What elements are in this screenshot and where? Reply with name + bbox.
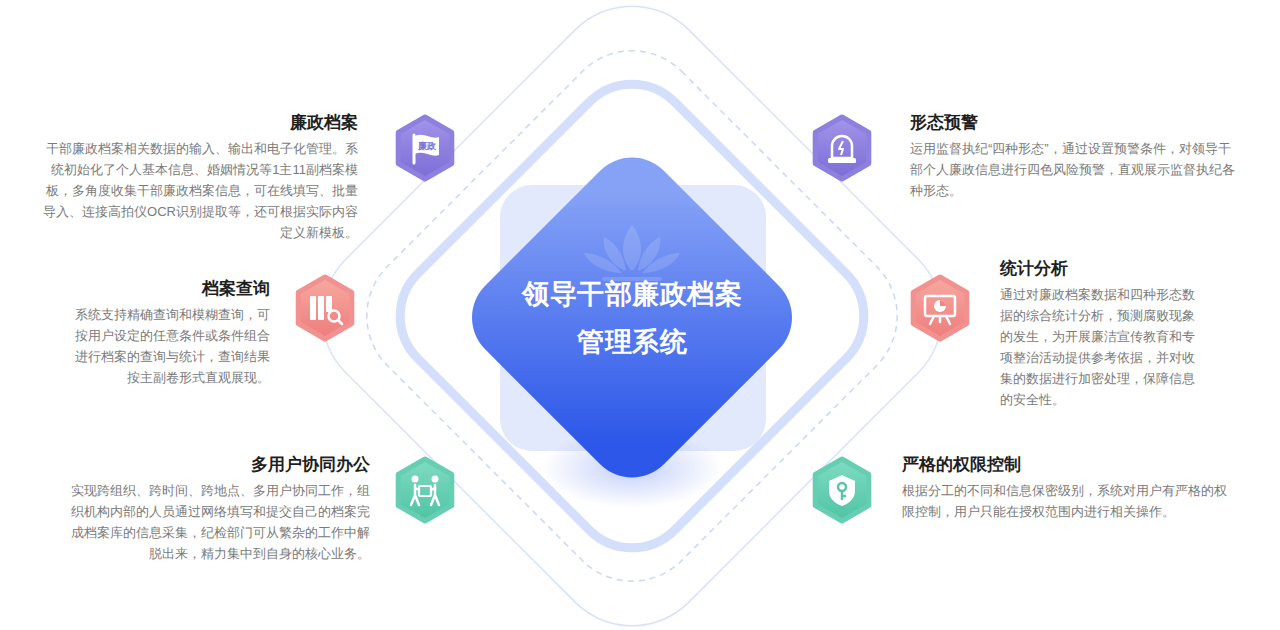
feature-block: 严格的权限控制根据分工的不同和信息保密级别，系统对用户有严格的权限控制，用户只能…	[902, 454, 1236, 522]
feature-block: 多用户协同办公实现跨组织、跨时间、跨地点、多用户协同工作，组织机构内部的人员通过…	[62, 454, 370, 564]
icon-label: 廉政	[418, 141, 436, 151]
feature-heading: 严格的权限控制	[902, 454, 1236, 476]
feature-block: 形态预警运用监督执纪“四种形态”，通过设置预警条件，对领导干部个人廉政信息进行四…	[910, 112, 1242, 201]
hexagon	[913, 277, 967, 339]
feature-description: 运用监督执纪“四种形态”，通过设置预警条件，对领导干部个人廉政信息进行四色风险预…	[910, 138, 1242, 201]
feature-heading: 多用户协同办公	[62, 454, 370, 476]
feature-block: 廉政档案干部廉政档案相关数据的输入、输出和电子化管理。系统初始化了个人基本信息、…	[40, 112, 358, 243]
feature-description: 干部廉政档案相关数据的输入、输出和电子化管理。系统初始化了个人基本信息、婚姻情况…	[40, 138, 358, 243]
icon-glyph	[310, 296, 342, 324]
ring-outlines	[289, 0, 975, 630]
diamond-shape	[470, 157, 794, 478]
icon-hexagon	[815, 459, 869, 521]
outer-ring	[289, 0, 975, 630]
thick-ring	[375, 59, 888, 572]
feature-heading: 廉政档案	[40, 112, 358, 134]
icon-glyph	[925, 296, 955, 324]
icon-glyph	[411, 476, 439, 506]
feature-heading: 形态预警	[910, 112, 1242, 134]
diamond-fill	[470, 157, 794, 478]
feature-block: 档案查询系统支持精确查询和模糊查询，可按用户设定的任意条件或条件组合进行档案的查…	[66, 278, 270, 388]
hexagon	[398, 459, 452, 521]
icon-glyph	[828, 136, 856, 163]
icon-hexagon	[398, 459, 452, 521]
feature-description: 根据分工的不同和信息保密级别，系统对用户有严格的权限控制，用户只能在授权范围内进…	[902, 480, 1236, 522]
feature-block: 统计分析通过对廉政档案数据和四种形态数据的综合统计分析，预测腐败现象的发生，为开…	[1000, 258, 1200, 410]
feature-heading: 档案查询	[66, 278, 270, 300]
hexagon	[298, 277, 352, 339]
icon-glyph	[829, 475, 855, 506]
feature-heading: 统计分析	[1000, 258, 1200, 280]
icon-hexagon	[913, 277, 967, 339]
lotus-watermark	[584, 225, 680, 281]
icon-hexagon	[398, 117, 452, 179]
dashed-ring	[338, 22, 926, 610]
system-diamond: 领导干部廉政档案管理系统	[470, 157, 794, 478]
feature-description: 实现跨组织、跨时间、跨地点、多用户协同工作，组织机构内部的人员通过网络填写和提交…	[62, 480, 370, 564]
hexagon	[398, 117, 452, 179]
icon-hexagon	[815, 117, 869, 179]
hexagon	[815, 459, 869, 521]
feature-description: 系统支持精确查询和模糊查询，可按用户设定的任意条件或条件组合进行档案的查询与统计…	[66, 304, 270, 388]
icon-hexagon	[298, 277, 352, 339]
system-title: 领导干部廉政档案管理系统	[521, 270, 743, 366]
hexagon	[815, 117, 869, 179]
icon-glyph	[414, 135, 439, 163]
feature-description: 通过对廉政档案数据和四种形态数据的综合统计分析，预测腐败现象的发生，为开展廉洁宣…	[1000, 284, 1200, 410]
